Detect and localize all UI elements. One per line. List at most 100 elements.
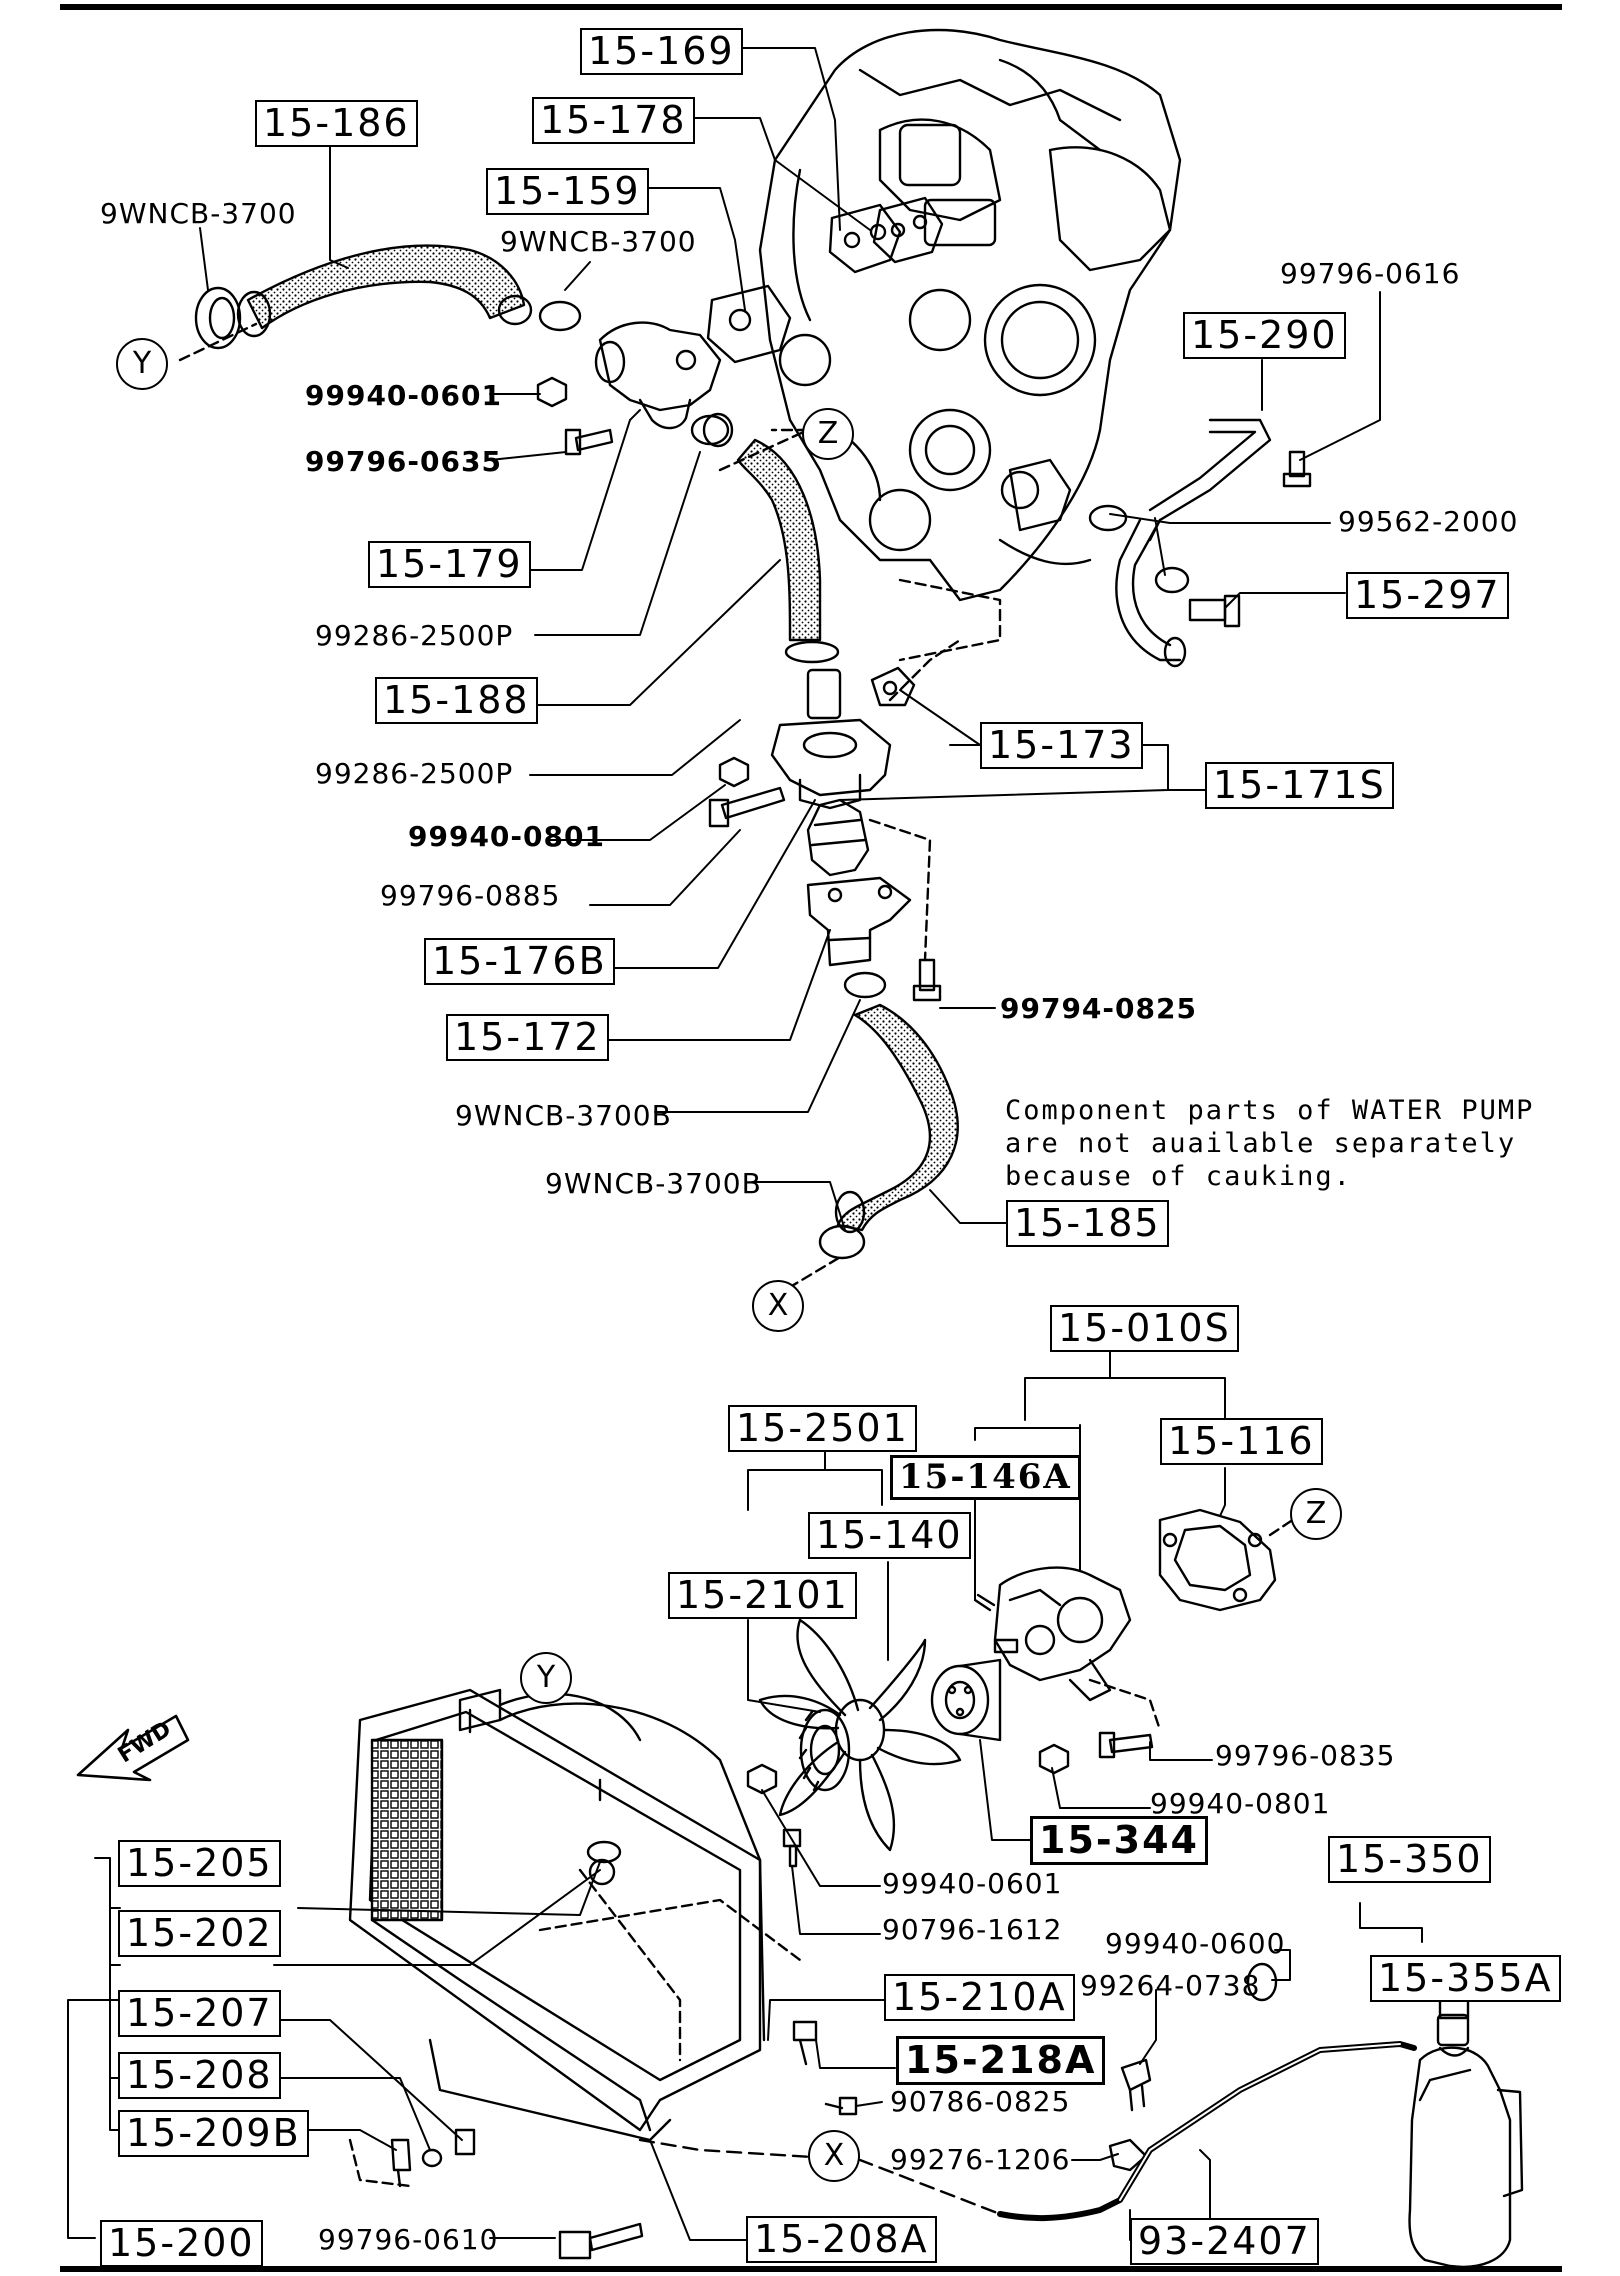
gasket-99562-2000 bbox=[1088, 504, 1190, 594]
label-90796-1612: 90796-1612 bbox=[882, 1913, 1063, 1946]
nut-99940-0601-bot bbox=[746, 1763, 778, 1795]
label-9wncb-3700B-a: 9WNCB-3700B bbox=[455, 1099, 672, 1132]
clamp-9wncb-3700b-bottom bbox=[818, 1224, 866, 1260]
clip-99276-1206 bbox=[1108, 2138, 1148, 2172]
callout-15-172: 15-172 bbox=[446, 1014, 609, 1061]
bolt-99796-0635 bbox=[564, 428, 614, 456]
bolt-15-218A bbox=[792, 2020, 818, 2066]
clip-99940-0600 bbox=[1246, 1962, 1278, 2002]
callout-15-171S: 15-171S bbox=[1205, 762, 1394, 809]
callout-15-178: 15-178 bbox=[532, 97, 695, 144]
label-99796-0835: 99796-0835 bbox=[1215, 1739, 1396, 1772]
bolt-99796-0885 bbox=[708, 786, 786, 828]
nut-99940-0801-bot bbox=[1038, 1743, 1070, 1775]
top-rule bbox=[60, 4, 1562, 10]
callout-15-176B: 15-176B bbox=[424, 938, 615, 985]
drain-plug-15-207 bbox=[454, 2128, 476, 2156]
callout-93-2407: 93-2407 bbox=[1130, 2218, 1319, 2265]
shroud-15-210A bbox=[498, 1702, 766, 2042]
callout-15-200: 15-200 bbox=[100, 2220, 263, 2267]
stud-15-146A bbox=[973, 1593, 996, 1612]
label-99940-0601-bot: 99940-0601 bbox=[882, 1867, 1063, 1900]
radiator-cap bbox=[586, 1840, 622, 1864]
ref-mark-x-bot: X bbox=[808, 2130, 860, 2182]
nut-99940-0801-top bbox=[718, 756, 750, 788]
callout-15-210A: 15-210A bbox=[884, 1974, 1075, 2021]
water-inlet-15-172 bbox=[806, 876, 912, 967]
gasket-15-169 bbox=[872, 196, 944, 264]
callout-15-140: 15-140 bbox=[808, 1512, 971, 1559]
callout-15-186: 15-186 bbox=[255, 100, 418, 147]
bolt-99796-0835 bbox=[1098, 1731, 1154, 1759]
label-99796-0635: 99796-0635 bbox=[305, 445, 502, 478]
callout-15-185: 15-185 bbox=[1006, 1200, 1169, 1247]
label-99276-1206: 99276-1206 bbox=[890, 2143, 1071, 2176]
note-line-1: Component parts of WATER PUMP bbox=[1005, 1095, 1535, 1126]
label-9wncb-3700-right: 9WNCB-3700 bbox=[500, 225, 697, 258]
gasket-15-178 bbox=[828, 203, 902, 274]
fwd-arrow-icon bbox=[76, 1714, 190, 1782]
thermostat-15-176B bbox=[806, 798, 870, 877]
label-99796-0610: 99796-0610 bbox=[318, 2223, 499, 2256]
bolt-99796-0610 bbox=[558, 2222, 644, 2260]
nut-99940-0601-top bbox=[536, 376, 568, 408]
callout-15-208A: 15-208A bbox=[746, 2216, 937, 2263]
fan-15-140 bbox=[758, 1618, 962, 1852]
callout-15-2501: 15-2501 bbox=[728, 1405, 917, 1452]
callout-15-146A: 15-146A bbox=[890, 1455, 1081, 1500]
ref-mark-z-bot: Z bbox=[1290, 1488, 1342, 1540]
hose-15-185 bbox=[836, 1003, 959, 1232]
callout-15-188: 15-188 bbox=[375, 677, 538, 724]
callout-15-218A: 15-218A bbox=[896, 2036, 1106, 2085]
label-99286-2500P-a: 99286-2500P bbox=[315, 619, 514, 652]
callout-15-344: 15-344 bbox=[1030, 1816, 1208, 1865]
callout-15-179: 15-179 bbox=[368, 541, 531, 588]
bolt-99794-0825 bbox=[912, 958, 942, 1002]
ref-mark-y-bot: Y bbox=[520, 1652, 572, 1704]
label-9wncb-3700B-b: 9WNCB-3700B bbox=[545, 1167, 762, 1200]
clamp-99286-2500P-top bbox=[690, 414, 730, 446]
clamp-9wncb-3700-left bbox=[194, 286, 242, 350]
water-outlet-housing bbox=[594, 321, 734, 448]
drain-cock-15-209B bbox=[390, 2138, 412, 2188]
ref-mark-z-top: Z bbox=[802, 408, 854, 460]
gasket-15-159 bbox=[706, 284, 792, 364]
o-ring-15-208 bbox=[421, 2148, 443, 2168]
callout-15-010S: 15-010S bbox=[1050, 1305, 1239, 1352]
bolt-99796-0616 bbox=[1282, 450, 1312, 488]
label-9wncb-3700-left: 9WNCB-3700 bbox=[100, 197, 297, 230]
callout-15-350: 15-350 bbox=[1328, 1836, 1491, 1883]
gasket-15-173 bbox=[870, 666, 916, 707]
callout-15-159: 15-159 bbox=[486, 168, 649, 215]
water-pump-note: Component parts of WATER PUMP are not au… bbox=[1005, 1094, 1534, 1193]
callout-15-209B: 15-209B bbox=[118, 2110, 309, 2157]
clamp-9wncb-3700-right bbox=[538, 300, 582, 332]
hose-15-186 bbox=[246, 244, 526, 330]
label-99796-0616: 99796-0616 bbox=[1280, 257, 1461, 290]
bottom-rule bbox=[60, 2266, 1562, 2272]
label-99940-0600: 99940-0600 bbox=[1105, 1927, 1286, 1960]
callout-15-207: 15-207 bbox=[118, 1990, 281, 2037]
label-99562-2000: 99562-2000 bbox=[1338, 505, 1519, 538]
hose-15-188 bbox=[736, 438, 822, 642]
label-99940-0801-top: 99940-0801 bbox=[408, 820, 605, 853]
callout-15-169: 15-169 bbox=[580, 28, 743, 75]
clip-99264-0738 bbox=[1120, 2058, 1152, 2112]
label-90786-0825: 90786-0825 bbox=[890, 2085, 1071, 2118]
engine-block bbox=[758, 28, 1182, 602]
pulley-15-344 bbox=[930, 1658, 1002, 1742]
label-99794-0825: 99794-0825 bbox=[1000, 992, 1197, 1025]
callout-15-2101: 15-2101 bbox=[668, 1572, 857, 1619]
callout-15-297: 15-297 bbox=[1346, 572, 1509, 619]
callout-15-355A: 15-355A bbox=[1370, 1955, 1561, 2002]
note-line-2: are not auailable separately bbox=[1005, 1128, 1517, 1159]
callout-15-202: 15-202 bbox=[118, 1910, 281, 1957]
label-99940-0601-top: 99940-0601 bbox=[305, 379, 502, 412]
reservoir-tank-15-350 bbox=[1408, 2013, 1524, 2269]
bypass-pipe-15-290 bbox=[1115, 418, 1272, 668]
thermostat-case-15-171S bbox=[770, 668, 892, 810]
callout-15-116: 15-116 bbox=[1160, 1418, 1323, 1465]
note-line-3: because of cauking. bbox=[1005, 1161, 1352, 1192]
ref-mark-y-top: Y bbox=[116, 338, 168, 390]
